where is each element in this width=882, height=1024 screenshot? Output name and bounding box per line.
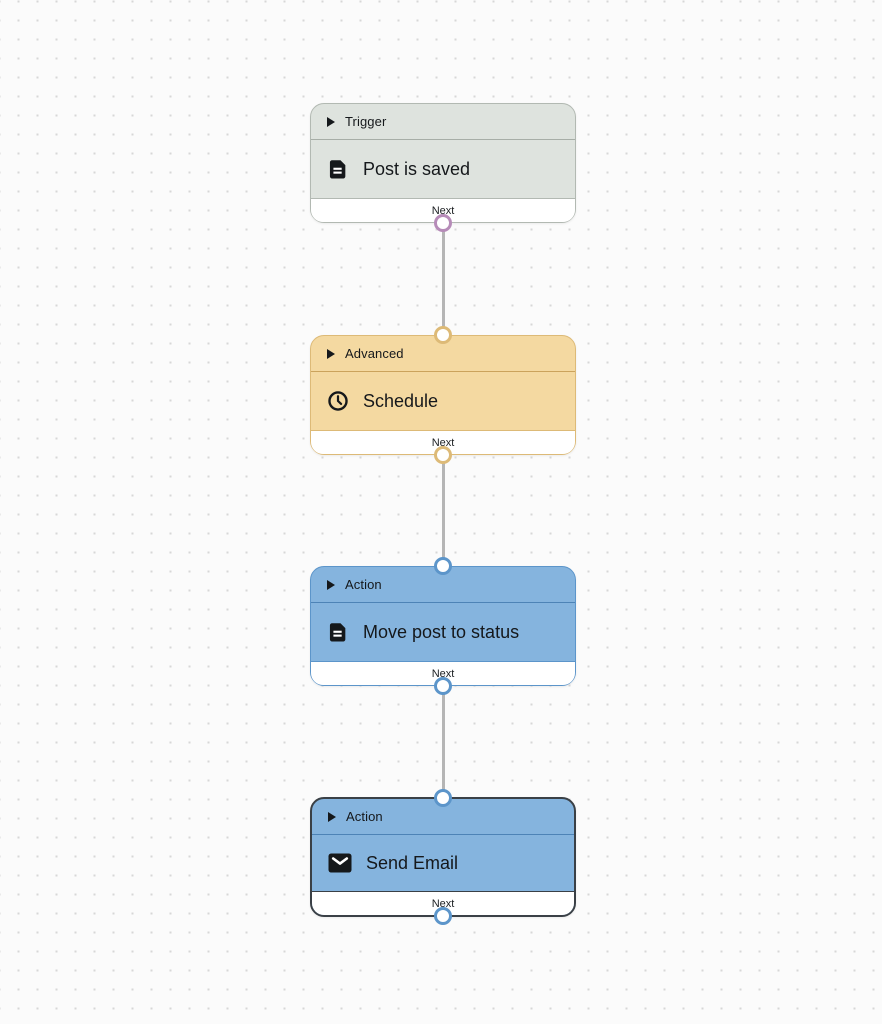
input-port[interactable] — [434, 326, 452, 344]
node-trigger-post-is-saved[interactable]: Trigger Post is saved Next — [310, 103, 576, 232]
document-icon — [329, 623, 346, 642]
output-port[interactable] — [434, 677, 452, 695]
node-category-label: Action — [346, 809, 383, 824]
clock-icon — [328, 391, 348, 411]
node-action-send-email[interactable]: Action Send Email Next — [310, 789, 576, 925]
edge-action1-to-action2 — [441, 686, 445, 797]
output-port[interactable] — [434, 446, 452, 464]
node-body: Send Email — [312, 835, 574, 891]
input-port[interactable] — [434, 789, 452, 807]
node-category-header: Action — [311, 567, 575, 603]
node-action-move-post-to-status[interactable]: Action Move post to status Next — [310, 557, 576, 695]
play-icon — [328, 811, 336, 822]
input-port[interactable] — [434, 557, 452, 575]
node-body: Post is saved — [311, 140, 575, 198]
next-port-label: Next — [311, 430, 575, 454]
node-category-label: Trigger — [345, 114, 387, 129]
node-title: Move post to status — [363, 621, 520, 642]
play-icon — [327, 348, 335, 359]
envelope-icon — [328, 853, 352, 873]
node-category-header: Advanced — [311, 336, 575, 372]
node-title: Post is saved — [363, 158, 471, 179]
play-icon — [327, 116, 335, 127]
node-category-label: Advanced — [345, 346, 404, 361]
node-advanced-schedule[interactable]: Advanced Schedule Next — [310, 326, 576, 464]
output-port[interactable] — [434, 214, 452, 232]
document-icon — [329, 160, 346, 179]
edge-trigger-to-advanced — [441, 223, 445, 335]
play-icon — [327, 579, 335, 590]
node-category-header: Action — [312, 799, 574, 835]
edge-advanced-to-action1 — [441, 455, 445, 566]
node-title: Schedule — [363, 390, 439, 411]
node-body: Move post to status — [311, 603, 575, 661]
node-body: Schedule — [311, 372, 575, 430]
node-title: Send Email — [366, 852, 459, 873]
node-category-header: Trigger — [311, 104, 575, 140]
output-port[interactable] — [434, 907, 452, 925]
node-category-label: Action — [345, 577, 382, 592]
